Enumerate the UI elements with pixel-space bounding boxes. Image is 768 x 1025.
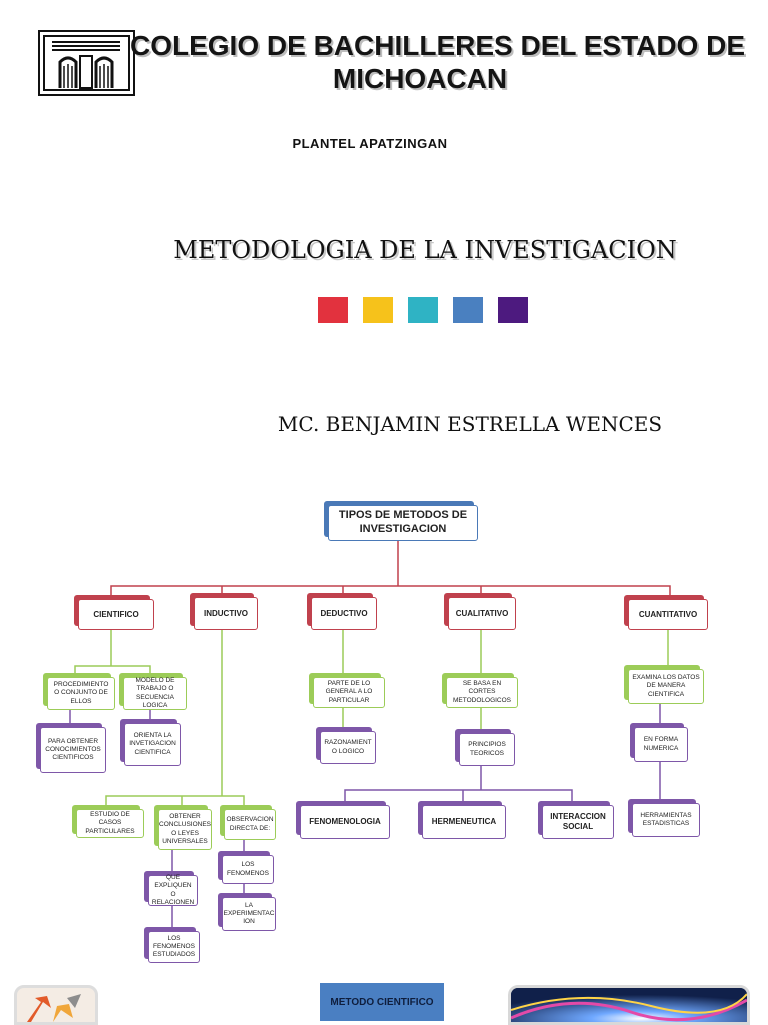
type-cualitativo: CUALITATIVO: [448, 597, 516, 630]
root-node: TIPOS DE METODOS DE INVESTIGACION: [328, 505, 478, 541]
connector-cualitativo-sub: [344, 766, 573, 802]
author-name: MC. BENJAMIN ESTRELLA WENCES: [277, 412, 663, 436]
building-emblem-icon: [43, 35, 130, 91]
node-orienta: ORIENTA LA INVETIGACION CIENTIFICA: [124, 723, 181, 766]
connector-cientifico: [74, 630, 151, 674]
connector-cientifico-sub: [69, 710, 151, 724]
type-cuantitativo: CUANTITATIVO: [628, 599, 708, 630]
node-que-expliquen: QUE EXPLIQUEN O RELACIONEN: [148, 874, 198, 906]
type-deductivo: DEDUCTIVO: [311, 597, 377, 630]
color-swatch-blue: [453, 297, 483, 323]
node-examina-datos: EXAMINA LOS DATOS DE MANERA CIENTIFICA: [628, 669, 704, 704]
node-fenomenos-estudiados: LOS FENOMENOS ESTUDIADOS: [148, 931, 200, 963]
connector-inductivo-sub: [171, 840, 245, 928]
school-title-line1: COLEGIO DE BACHILLERES DEL ESTADO DE: [130, 30, 746, 61]
school-logo: [38, 30, 135, 96]
node-forma-numerica: EN FORMA NUMERICA: [634, 727, 688, 762]
color-swatch-purple: [498, 297, 528, 323]
color-swatch-teal: [408, 297, 438, 323]
color-swatch-red: [318, 297, 348, 323]
node-modelo: MODELO DE TRABAJO O SECUENCIA LOGICA: [123, 677, 187, 710]
recycle-arrows-icon: [14, 985, 98, 1025]
node-obtener-conclusiones: OBTENER CONCLUSIONES O LEYES UNIVERSALES: [158, 809, 212, 850]
node-cortes: SE BASA EN CORTES METODOLOGICOS: [446, 677, 518, 708]
decorative-cosmic-image: [508, 985, 750, 1025]
color-swatch-yellow: [363, 297, 393, 323]
node-interaccion-social: INTERACCION SOCIAL: [542, 805, 614, 839]
node-hermeneutica: HERMENEUTICA: [422, 805, 506, 839]
node-para-obtener: PARA OBTENER CONOCIMIENTOS CIENTIFICOS: [40, 727, 106, 773]
metodo-cientifico-button[interactable]: METODO CIENTIFICO: [320, 983, 444, 1021]
node-parte-general: PARTE DE LO GENERAL A LO PARTICULAR: [313, 677, 385, 708]
node-estudio-casos: ESTUDIO DE CASOS PARTICULARES: [76, 809, 144, 838]
node-principios: PRINCIPIOS TEORICOS: [459, 733, 515, 766]
type-cientifico: CIENTIFICO: [78, 599, 154, 630]
campus-name: PLANTEL APATZINGAN: [292, 136, 448, 151]
node-procedimiento: PROCEDIMIENTO O CONJUNTO DE ELLOS: [47, 677, 115, 710]
node-razonamiento: RAZONAMIENT O LOGICO: [320, 731, 376, 764]
node-herramientas: HERRAMIENTAS ESTADISTICAS: [632, 803, 700, 837]
type-inductivo: INDUCTIVO: [194, 597, 258, 630]
subject-title: METODOLOGIA DE LA INVESTIGACION: [173, 236, 677, 264]
node-fenomenologia: FENOMENOLOGIA: [300, 805, 390, 839]
school-title-line2: MICHOACAN: [332, 63, 508, 94]
node-experimentacion: LA EXPERIMENTAC ION: [222, 897, 276, 931]
connector-root-types: [110, 540, 671, 596]
connector-inductivo: [105, 630, 245, 806]
node-observacion: OBSERVACION DIRECTA DE:: [224, 809, 276, 840]
node-los-fenomenos: LOS FENOMENOS: [222, 855, 274, 884]
